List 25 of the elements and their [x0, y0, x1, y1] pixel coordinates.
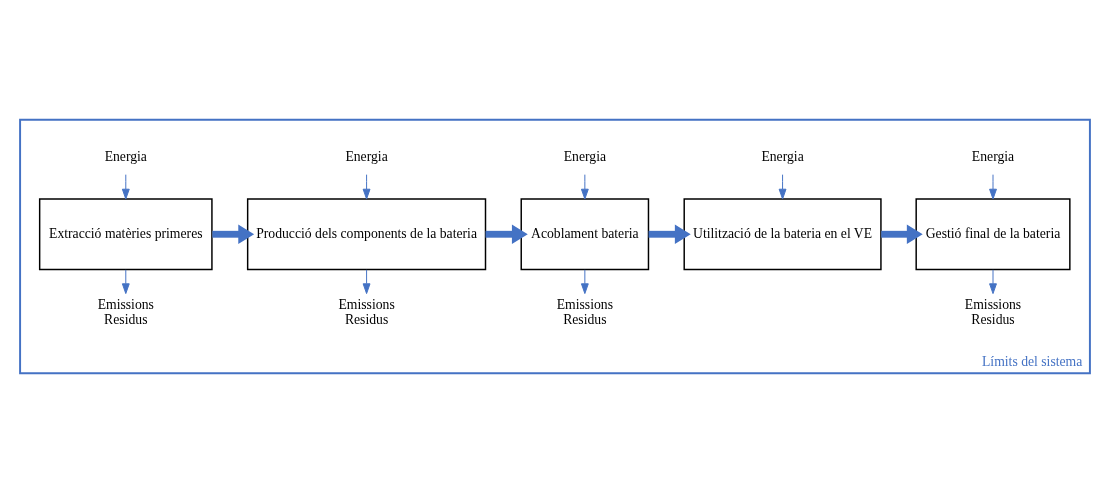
arrow	[778, 173, 787, 199]
arrow	[648, 224, 691, 244]
arrow	[362, 268, 371, 294]
node-text: Emissions Residus	[338, 296, 395, 327]
node-text: Energia	[104, 148, 147, 164]
node-text: Energia	[345, 148, 388, 164]
node-text: Energia	[761, 148, 804, 164]
arrow	[121, 268, 130, 294]
node-box: Acoblament bateria	[520, 197, 650, 270]
node-text: Emissions Residus	[964, 296, 1022, 327]
node-text: Energia	[971, 148, 1015, 164]
arrow	[121, 173, 130, 199]
node-text: Energia	[563, 148, 607, 164]
node-box: Producció dels components de la bateria	[246, 197, 487, 270]
node-box: Extracció matèries primeres	[38, 197, 213, 270]
node-text: Emissions Residus	[556, 296, 613, 327]
arrow	[362, 173, 371, 199]
arrow	[989, 268, 997, 294]
arrow	[580, 173, 589, 199]
node-box: Gestió final de la bateria	[915, 197, 1071, 270]
node-box: Utilització de la bateria en el VE	[683, 197, 882, 270]
node-text: Emissions Residus	[97, 296, 154, 327]
arrow	[989, 173, 997, 199]
arrow	[580, 268, 589, 294]
arrow	[485, 224, 528, 244]
